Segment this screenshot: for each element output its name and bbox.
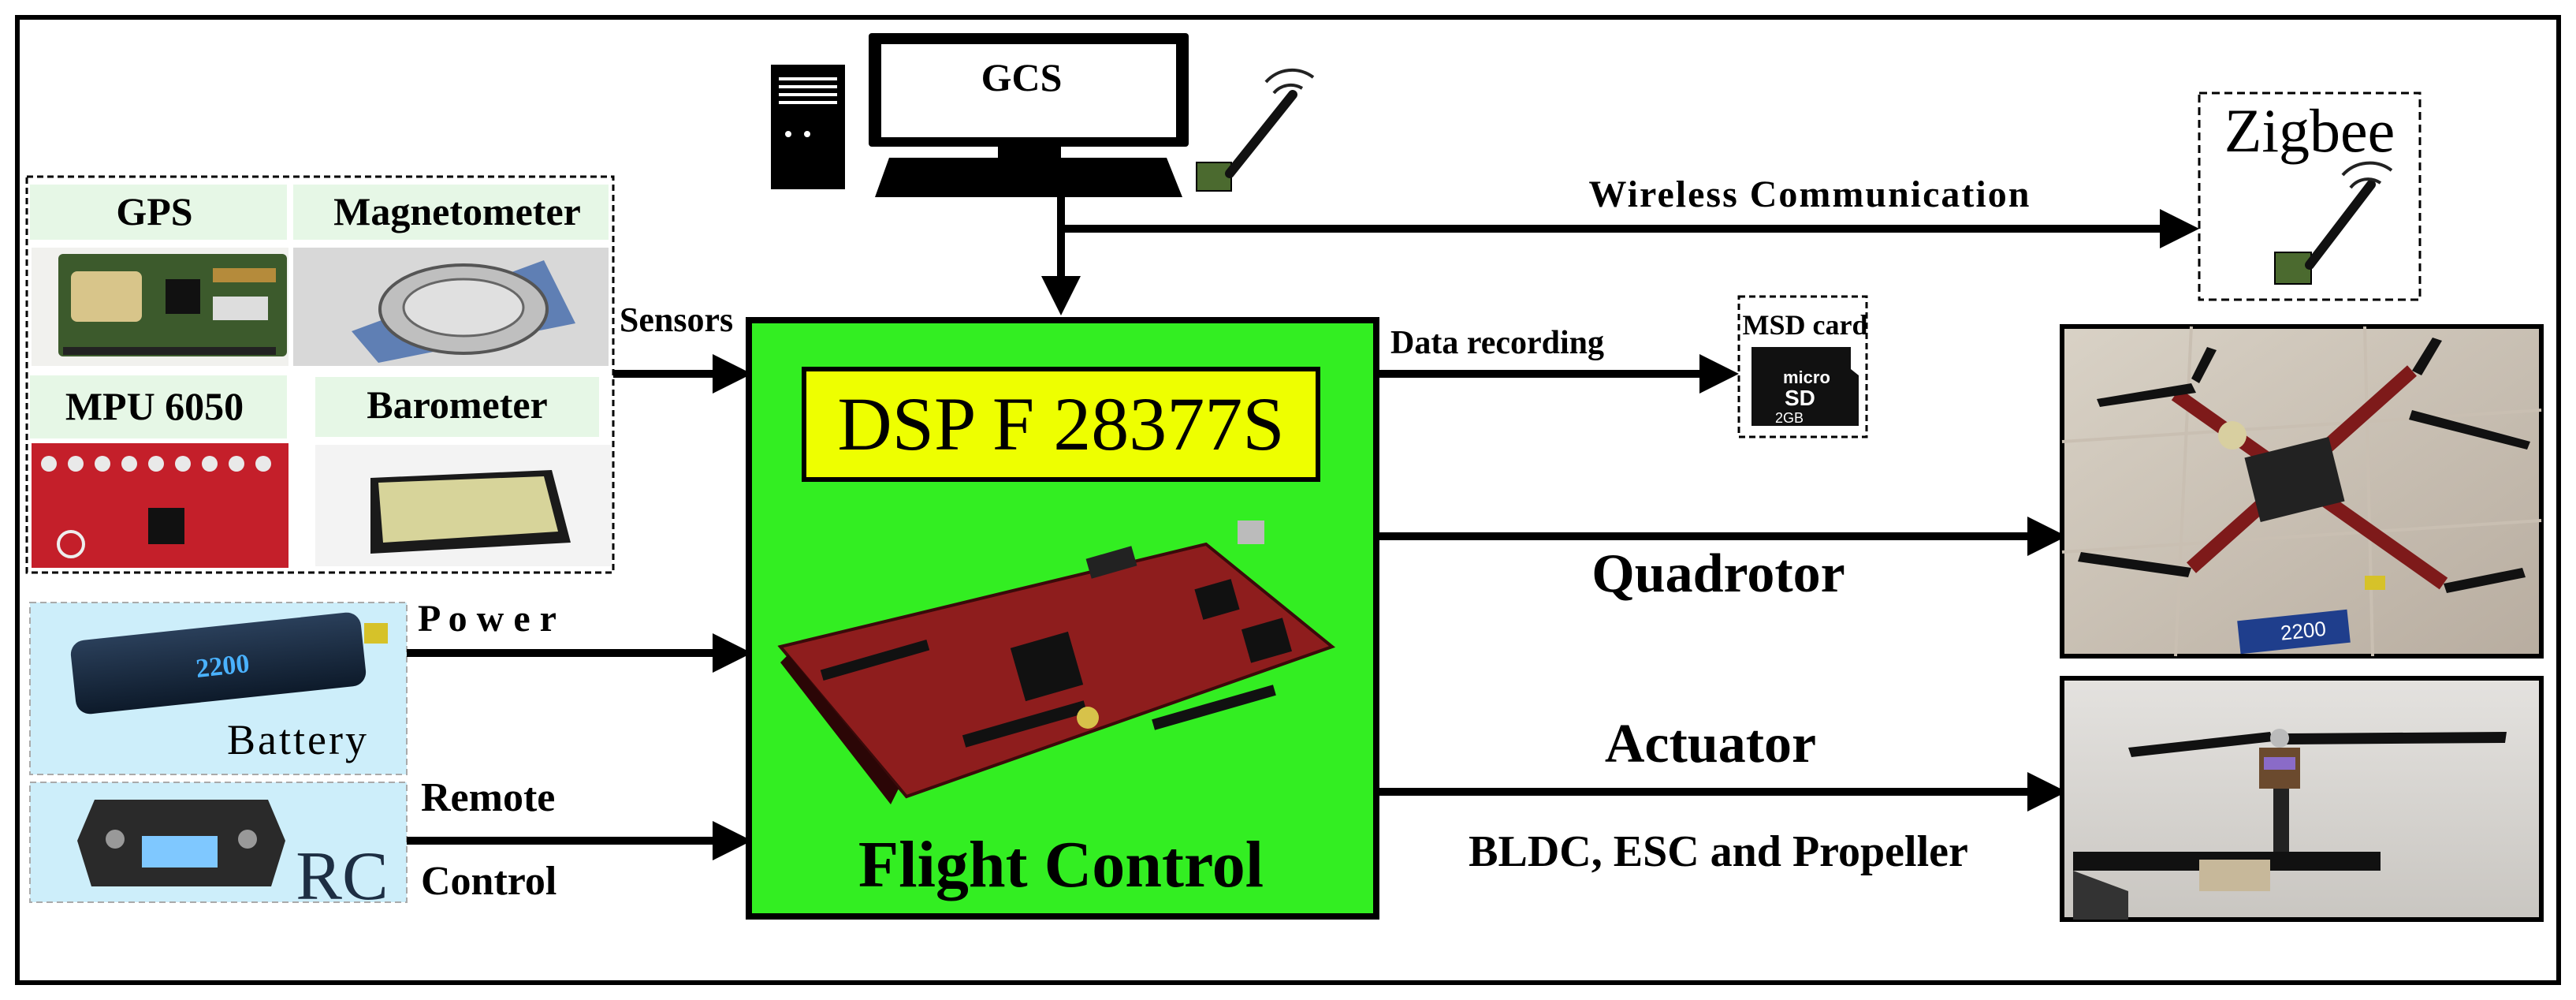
quadrotor-label: Quadrotor — [1591, 543, 1845, 604]
wireless-label: Wireless Communication — [1589, 174, 2031, 215]
barometer-label: Barometer — [367, 382, 548, 427]
remote-label: Remote — [421, 775, 555, 820]
pc-tower-icon — [771, 65, 845, 189]
micro-sd-icon — [1751, 347, 1859, 426]
zigbee-module-icon — [1196, 162, 1232, 192]
dsp-label-box — [802, 367, 1320, 482]
signal-icon — [2341, 161, 2393, 189]
mpu-label: MPU 6050 — [65, 384, 244, 428]
msd-card-box: MSD card micro SD 2GB — [1737, 295, 1868, 438]
power-label: P o w e r — [418, 598, 557, 640]
quadrotor-image: 2200 — [2060, 324, 2544, 659]
battery-icon — [70, 612, 367, 715]
msd-sd-text: SD — [1785, 386, 1815, 410]
actuator-sub-label: BLDC, ESC and Propeller — [1469, 827, 1968, 876]
msd-size-text: 2GB — [1775, 410, 1804, 426]
rc-label: RC — [296, 838, 388, 915]
sensors-label: Sensors — [620, 300, 733, 339]
dsp-label: DSP F 28377S — [837, 382, 1284, 466]
battery-marking: 2200 — [195, 649, 251, 684]
keyboard-icon — [875, 158, 1182, 197]
sensors-block: GPS Magnetometer MPU 6050 Barometer — [25, 175, 615, 574]
flight-control-label: Flight Control — [858, 828, 1264, 901]
gps-label: GPS — [116, 189, 192, 233]
gcs-label: GCS — [981, 55, 1063, 99]
quad-battery-marking: 2200 — [2280, 617, 2328, 645]
magnetometer-label: Magnetometer — [333, 189, 581, 233]
actuator-image — [2060, 676, 2544, 922]
gcs-computer: GCS — [771, 33, 1315, 197]
data-recording-label: Data recording — [1390, 325, 1604, 361]
signal-icon — [1264, 68, 1315, 95]
rc-box: RC — [29, 782, 408, 915]
control-label: Control — [421, 859, 557, 904]
zigbee-module-icon — [2274, 252, 2312, 285]
zigbee-box: Zigbee — [2198, 91, 2422, 301]
actuator-label: Actuator — [1605, 714, 1816, 774]
battery-box: 2200 Battery — [29, 602, 408, 775]
msd-card-label: MSD card — [1743, 309, 1868, 341]
zigbee-label: Zigbee — [2224, 96, 2395, 165]
dsp-board-image — [777, 521, 1336, 804]
battery-label: Battery — [227, 716, 369, 763]
msd-micro-text: micro — [1783, 368, 1830, 387]
flight-control-block: DSP F 28377S Flight Control — [746, 317, 1379, 920]
